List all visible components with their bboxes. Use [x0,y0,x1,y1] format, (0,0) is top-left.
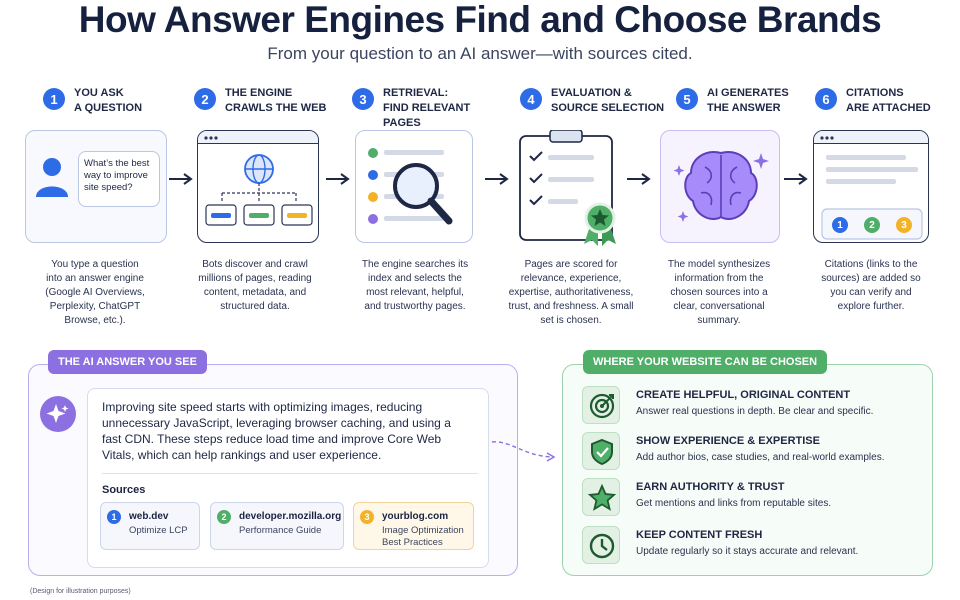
dashed-connector-arrow-icon [491,441,556,462]
shield-check-icon [582,432,620,470]
user-icon [36,158,68,197]
arrow-right-icon [169,173,193,185]
source-page: Performance Guide [239,525,322,536]
website-tips-label: WHERE YOUR WEBSITE CAN BE CHOSEN [583,350,828,374]
globe-icon [204,136,313,226]
step-4: 4 EVALUATION &SOURCE SELECTION [520,86,680,126]
step-number: 6 [815,88,837,110]
citations-illustration: 1 2 3 [813,130,929,243]
website-tips-panel [562,364,933,576]
tip-experience-expertise: SHOW EXPERIENCE & EXPERTISE Add author b… [582,432,922,472]
divider [102,473,478,474]
source-domain: web.dev [129,511,169,522]
tip-heading: EARN AUTHORITY & TRUST [636,481,785,493]
clock-icon [582,526,620,564]
tip-heading: CREATE HELPFUL, ORIGINAL CONTENT [636,389,851,401]
ai-answer-text: Improving site speed starts with optimiz… [102,400,451,462]
tip-fresh-content: KEEP CONTENT FRESH Update regularly so i… [582,526,922,566]
page-title: How Answer Engines Find and Choose Brand… [78,0,882,40]
step-number: 4 [520,88,542,110]
tip-helpful-content: CREATE HELPFUL, ORIGINAL CONTENT Answer … [582,386,922,426]
source-card-1[interactable]: 1 web.dev Optimize LCP [100,502,200,550]
step-title: EVALUATION &SOURCE SELECTION [551,87,665,114]
arrow-right-icon [627,173,651,185]
tip-detail: Get mentions and links from reputable si… [636,498,832,509]
source-number: 2 [217,510,231,524]
tip-detail: Add author bios, case studies, and real-… [636,452,885,463]
arrow-right-icon [326,173,350,185]
crawl-illustration [197,130,319,243]
source-domain: developer.mozilla.org [239,511,342,522]
footnote: (Design for illustration purposes) [30,588,131,595]
brain-icon [673,151,769,222]
tip-heading: SHOW EXPERIENCE & EXPERTISE [636,435,820,447]
tip-heading: KEEP CONTENT FRESH [636,529,763,541]
evaluation-illustration [518,130,618,246]
magnifier-icon [368,148,453,225]
step-number: 1 [43,88,65,110]
page-subtitle: From your question to an AI answer—with … [267,44,693,63]
ai-generation-illustration [660,130,780,243]
retrieval-illustration [355,130,473,243]
star-icon [582,478,620,516]
tip-authority-trust: EARN AUTHORITY & TRUST Get mentions and … [582,478,922,518]
ai-answer-label: THE AI ANSWER YOU SEE [48,350,207,374]
step-number: 2 [194,88,216,110]
tip-detail: Update regularly so it stays accurate an… [636,546,859,557]
tip-detail: Answer real questions in depth. Be clear… [636,406,874,417]
citation-badge-2: 2 [864,217,880,233]
source-page: Image Optimization Best Practices [382,525,464,548]
source-card-3[interactable]: 3 yourblog.com Image Optimization Best P… [353,502,474,550]
source-number: 3 [360,510,374,524]
source-card-2[interactable]: 2 developer.mozilla.org Performance Guid… [210,502,344,550]
source-number: 1 [107,510,121,524]
step-title: RETRIEVAL:FIND RELEVANT PAGES [383,87,471,129]
step-number: 5 [676,88,698,110]
step-3: 3 RETRIEVAL:FIND RELEVANT PAGES [352,86,502,129]
arrow-right-icon [485,173,509,185]
clipboard-check-icon [519,130,616,246]
citation-badge-1: 1 [832,217,848,233]
sources-label: Sources [102,484,146,496]
sparkle-icon [40,396,76,432]
citation-badge-3: 3 [896,217,912,233]
target-icon [582,386,620,424]
source-domain: yourblog.com [382,511,449,522]
step-number: 3 [352,88,374,110]
arrow-right-icon [784,173,808,185]
source-page: Optimize LCP [129,525,188,536]
